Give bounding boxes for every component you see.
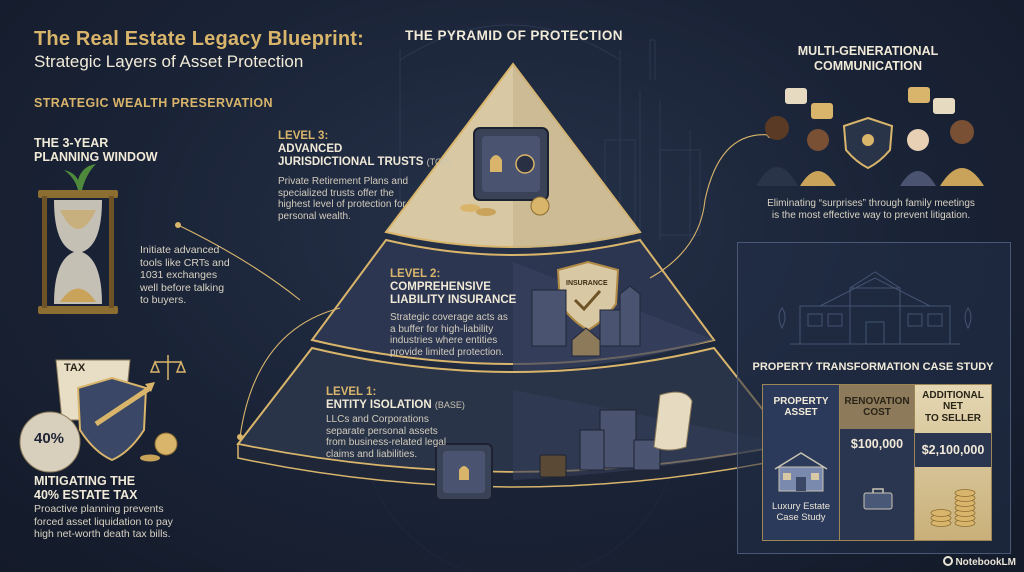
case-column-property: PROPERTY ASSET Luxury Estate Case Study <box>763 385 840 540</box>
tax-percent: 40% <box>34 430 65 447</box>
planning-body: Initiate advanced tools like CRTs and 10… <box>140 244 260 307</box>
level-1-number: LEVEL 1: <box>326 386 377 398</box>
tax-body: Proactive planning prevents forced asset… <box>34 503 234 541</box>
level-2-label: LEVEL 2: COMPREHENSIVE LIABILITY INSURAN… <box>390 268 540 307</box>
renovation-header-line1: RENOVATION <box>844 395 910 407</box>
brand-text: NotebookLM <box>955 557 1016 568</box>
level-2-body-line: industries where entities <box>390 335 498 346</box>
level-3-name-line1: ADVANCED <box>278 143 343 155</box>
tax-body-line: Proactive planning prevents <box>34 503 164 515</box>
level-1-body-line: from business-related legal <box>326 437 447 448</box>
tax-body-line: forced asset liquidation to pay <box>34 515 173 528</box>
level-3-body-line: highest level of protection for <box>278 199 406 210</box>
level-2-number: LEVEL 2: <box>390 268 441 280</box>
property-header-line2: ASSET <box>784 407 818 418</box>
level-3-label: LEVEL 3: ADVANCED JURISDICTIONAL TRUSTS … <box>278 130 452 169</box>
planning-heading: THE 3-YEAR PLANNING WINDOW <box>34 136 158 164</box>
small-safe-icon <box>435 443 493 501</box>
case-study-table: PROPERTY ASSET Luxury Estate Case Study … <box>762 384 992 541</box>
net-header-line1: ADDITIONAL <box>922 389 984 401</box>
insurance-shield-label: INSURANCE <box>566 280 608 287</box>
tax-heading: MITIGATING THE 40% ESTATE TAX <box>34 474 138 502</box>
tax-heading-line1: MITIGATING THE <box>34 474 136 488</box>
tax-badge: TAX <box>64 362 86 374</box>
communication-body-line1: Eliminating “surprises” through family m… <box>767 198 975 209</box>
communication-title: MULTI-GENERATIONAL COMMUNICATION <box>780 44 956 74</box>
level-1-label: LEVEL 1: ENTITY ISOLATION (BASE) <box>326 386 496 412</box>
communication-body-line2: is the most effective way to prevent lit… <box>771 210 971 221</box>
coin-stack-icon <box>930 489 976 527</box>
planning-body-line: tools like CRTs and <box>140 256 230 269</box>
planning-heading-line1: THE 3-YEAR <box>34 136 109 150</box>
case-study-title: PROPERTY TRANSFORMATION CASE STUDY <box>752 361 994 373</box>
level-1-tag: (BASE) <box>434 400 465 410</box>
level-3-body-line: Private Retirement Plans and <box>278 176 409 187</box>
brand-label: NotebookLM <box>943 556 1016 568</box>
property-caption-line2: Case Study <box>776 512 826 523</box>
level-1-body: LLCs and Corporations separate personal … <box>326 414 486 460</box>
level-3-tag: (TOP) <box>426 157 452 167</box>
communication-body: Eliminating “surprises” through family m… <box>740 198 1002 222</box>
tax-heading-line2: 40% ESTATE TAX <box>34 488 138 502</box>
brand-icon <box>943 556 954 566</box>
pyramid-title: THE PYRAMID OF PROTECTION <box>405 28 623 43</box>
net-header-line2: NET <box>943 401 963 413</box>
section-heading: STRATEGIC WEALTH PRESERVATION <box>34 96 273 110</box>
level-2-name-line1: COMPREHENSIVE <box>390 281 491 293</box>
level-3-body: Private Retirement Plans and specialized… <box>278 176 438 222</box>
vault-safe-icon <box>460 127 550 216</box>
toolbox-icon <box>863 488 893 510</box>
level-3-body-line: specialized trusts offer the <box>278 187 394 199</box>
planning-heading-line2: PLANNING WINDOW <box>34 150 158 164</box>
communication-title-line2: COMMUNICATION <box>813 59 923 73</box>
level-1-body-line: separate personal assets <box>326 425 438 437</box>
page-title: The Real Estate Legacy Blueprint: <box>34 28 365 50</box>
page-subtitle: Strategic Layers of Asset Protection <box>34 52 304 71</box>
hourglass-icon <box>38 164 118 314</box>
planning-body-line: Initiate advanced <box>140 244 220 256</box>
property-caption-line1: Luxury Estate <box>771 501 831 512</box>
level-3-number: LEVEL 3: <box>278 130 329 142</box>
level-2-body-line: Strategic coverage acts as <box>390 312 508 323</box>
net-header-line3: TO SELLER <box>925 412 981 424</box>
case-column-renovation: RENOVATION COST $100,000 <box>840 385 915 540</box>
level-2-body-line: provide limited protection. <box>390 346 504 358</box>
net-to-seller-value: $2,100,000 <box>915 433 991 467</box>
planning-body-line: to buyers. <box>140 294 187 306</box>
renovation-header-line2: COST <box>863 407 891 418</box>
tax-body-line: high net-worth death tax bills. <box>34 528 171 540</box>
house-icon <box>774 452 828 492</box>
family-illustration <box>756 87 984 186</box>
communication-title-line1: MULTI-GENERATIONAL <box>797 44 939 58</box>
level-1-body-line: LLCs and Corporations <box>326 414 429 425</box>
planning-body-line: 1031 exchanges <box>140 269 218 281</box>
case-column-net: ADDITIONAL NET TO SELLER $2,100,000 <box>915 385 991 540</box>
level-2-body-line: a buffer for high-liability <box>390 323 494 335</box>
level-1-body-line: claims and liabilities. <box>326 448 418 460</box>
level-2-body: Strategic coverage acts as a buffer for … <box>390 312 540 358</box>
level-2-name-line2: LIABILITY INSURANCE <box>390 294 517 306</box>
tax-shield-icon <box>19 355 187 473</box>
level-3-body-line: personal wealth. <box>278 210 351 222</box>
renovation-cost-value: $100,000 <box>850 437 904 451</box>
property-header-line1: PROPERTY <box>773 395 829 407</box>
level-3-name-line2: JURISDICTIONAL TRUSTS <box>278 156 424 168</box>
level-1-name: ENTITY ISOLATION <box>326 399 432 411</box>
planning-body-line: well before talking <box>140 281 225 294</box>
